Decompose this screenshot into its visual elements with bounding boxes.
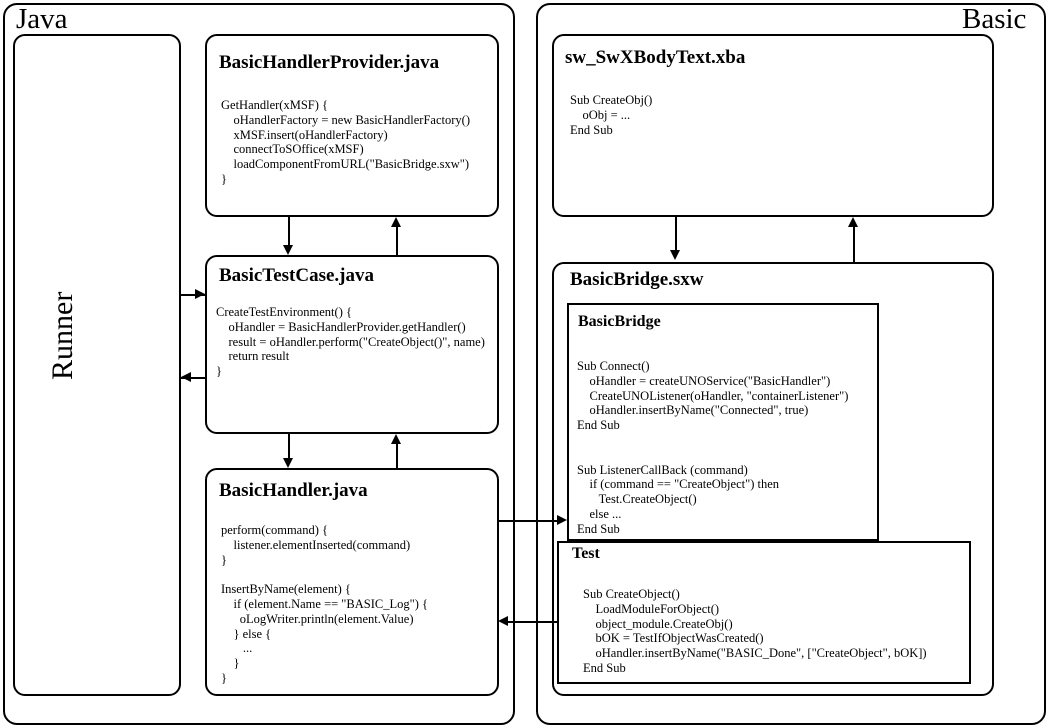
connector-handler-to-bridge-line — [499, 520, 563, 522]
panel-basic — [536, 3, 1046, 725]
box-basic-handler-code: perform(command) { listener.elementInser… — [221, 523, 429, 685]
panel-basic-label: Basic — [962, 3, 1027, 35]
connector-testcase-to-handler-arrow — [282, 458, 293, 468]
box-sw-swxbodytext-title: sw_SwXBodyText.xba — [565, 47, 746, 68]
connector-sxw-to-xba-arrow — [847, 217, 858, 227]
connector-xba-to-sxw-arrow — [669, 250, 680, 260]
connector-handler-to-bridge-arrow — [557, 514, 567, 525]
box-basic-bridge-module — [567, 303, 879, 541]
box-basic-bridge-sxw-title: BasicBridge.sxw — [570, 269, 704, 290]
panel-java — [3, 3, 515, 725]
box-basic-handler — [205, 468, 499, 696]
connector-runner-to-testcase-arrow — [195, 288, 205, 299]
box-basic-handler-provider — [205, 34, 499, 217]
connector-runner-to-testcase-line — [181, 294, 205, 296]
connector-testcase-to-runner-arrow — [181, 371, 191, 382]
box-basic-test-case-code: CreateTestEnvironment() { oHandler = Bas… — [216, 305, 485, 379]
box-basic-bridge-module-code: Sub Connect() oHandler = createUNOServic… — [577, 359, 849, 536]
connector-handler-to-testcase-arrow — [390, 434, 401, 444]
connector-provider-to-testcase-arrow — [282, 245, 293, 255]
runner-box — [13, 34, 181, 696]
connector-testcase-to-provider-line — [396, 227, 398, 255]
box-sw-swxbodytext-code: Sub CreateObj() oObj = ... End Sub — [570, 93, 653, 137]
box-basic-test-case — [205, 255, 499, 434]
connector-handler-to-testcase-line — [396, 444, 398, 468]
panel-java-label: Java — [16, 3, 68, 35]
connector-testcase-to-handler-line — [288, 434, 290, 460]
box-sw-swxbodytext — [552, 34, 994, 217]
connector-test-to-handler-line — [503, 621, 557, 623]
box-test-module-title: Test — [572, 545, 600, 562]
box-basic-handler-provider-code: GetHandler(xMSF) { oHandlerFactory = new… — [221, 98, 470, 186]
connector-test-to-handler-arrow — [498, 615, 508, 626]
box-basic-bridge-module-title: BasicBridge — [578, 313, 661, 330]
box-test-module — [557, 541, 971, 684]
connector-testcase-to-runner-line — [181, 377, 205, 379]
box-test-module-code: Sub CreateObject() LoadModuleForObject()… — [583, 587, 927, 675]
box-basic-handler-title: BasicHandler.java — [219, 480, 368, 501]
box-basic-test-case-title: BasicTestCase.java — [219, 265, 374, 286]
runner-label: Runner — [46, 291, 79, 380]
connector-testcase-to-provider-arrow — [390, 217, 401, 227]
connector-provider-to-testcase-line — [288, 217, 290, 247]
connector-xba-to-sxw-line — [675, 217, 677, 252]
box-basic-handler-provider-title: BasicHandlerProvider.java — [219, 52, 440, 73]
connector-sxw-to-xba-line — [853, 227, 855, 262]
